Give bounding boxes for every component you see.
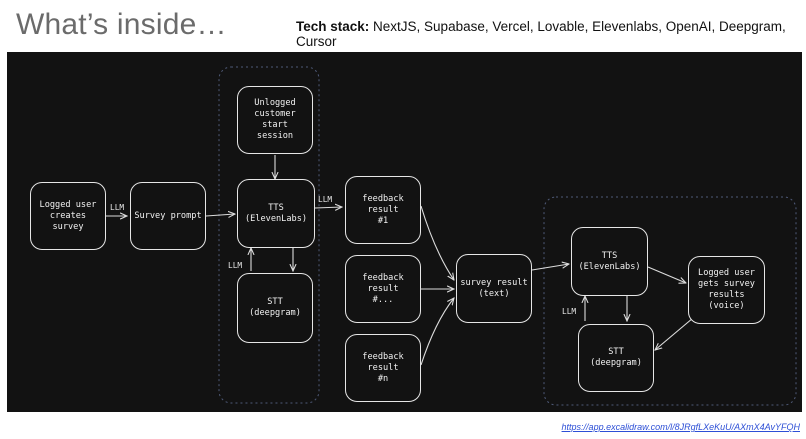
edge-label-llm: LLM bbox=[318, 195, 333, 204]
node-feedback-result-ellipsis: feedback result #... bbox=[345, 255, 421, 323]
arrow-result-to-tts2 bbox=[531, 264, 569, 271]
node-survey-prompt: Survey prompt bbox=[130, 182, 206, 250]
edge-label-llm: LLM bbox=[562, 307, 577, 316]
edge-label-llm: LLM bbox=[228, 261, 243, 270]
tech-stack-list: NextJS, Supabase, Vercel, Lovable, Eleve… bbox=[296, 19, 786, 49]
node-unlogged-customer-start-session: Unlogged customer start session bbox=[237, 86, 313, 154]
diagram-canvas: Logged user creates survey Survey prompt… bbox=[7, 52, 802, 412]
node-logged-user-gets-results: Logged user gets survey results (voice) bbox=[688, 256, 765, 324]
node-feedback-result-n: feedback result #n bbox=[345, 334, 421, 402]
node-survey-result-text: survey result (text) bbox=[456, 254, 532, 323]
node-tts-elevenlabs-2: TTS (ElevenLabs) bbox=[571, 227, 648, 296]
page-title: What’s inside… bbox=[16, 8, 227, 41]
tech-stack: Tech stack: NextJS, Supabase, Vercel, Lo… bbox=[296, 19, 806, 49]
arrow-tts-to-fb1 bbox=[314, 207, 342, 208]
arrow-fb1-to-result bbox=[420, 205, 454, 280]
node-logged-user-creates-survey: Logged user creates survey bbox=[30, 182, 106, 250]
arrow-fb3-to-result bbox=[420, 298, 454, 366]
excalidraw-link[interactable]: https://app.excalidraw.com/l/8JRgfLXeKuU… bbox=[561, 422, 800, 432]
session-group-frame bbox=[218, 66, 320, 404]
arrow-tts2-to-gets bbox=[647, 266, 686, 283]
arrow-prompt-to-tts bbox=[205, 214, 235, 216]
node-feedback-result-1: feedback result #1 bbox=[345, 176, 421, 244]
node-tts-elevenlabs: TTS (ElevenLabs) bbox=[237, 179, 315, 248]
node-stt-deepgram: STT (deepgram) bbox=[237, 273, 313, 343]
arrow-gets-to-stt2 bbox=[655, 317, 694, 350]
edge-label-llm: LLM bbox=[110, 203, 125, 212]
node-stt-deepgram-2: STT (deepgram) bbox=[578, 324, 654, 392]
diagram-connectors bbox=[106, 66, 797, 406]
tech-stack-label: Tech stack: bbox=[296, 19, 370, 34]
